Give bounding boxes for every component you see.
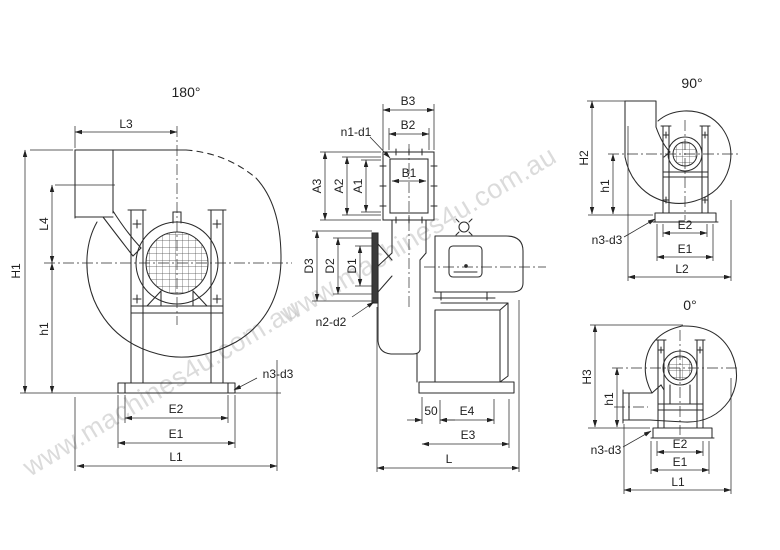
dim-label-n3d3: n3-d3 — [591, 443, 622, 457]
dim-label-D3: D3 — [302, 258, 316, 274]
centerlines-90 — [608, 120, 740, 220]
dim-label-E1: E1 — [678, 242, 693, 256]
dim-label-D1: D1 — [345, 258, 359, 274]
motor-grille — [145, 231, 209, 295]
view-180: 180° — [9, 84, 294, 471]
pedestal — [418, 302, 515, 394]
dim-label-L2: L2 — [675, 262, 689, 276]
dim-label-n3d3: n3-d3 — [592, 233, 623, 247]
dim-label-L3: L3 — [119, 117, 133, 131]
dim-label-L4: L4 — [37, 217, 51, 231]
centerlines-0 — [612, 330, 740, 435]
dim-label-A3: A3 — [310, 178, 324, 193]
dimensions-0 — [588, 324, 732, 494]
dim-label-L1: L1 — [169, 450, 183, 464]
dimensions-side — [312, 104, 520, 472]
dim-label-B3: B3 — [401, 94, 416, 108]
dim-label-D2: D2 — [323, 258, 337, 274]
centerlines-180 — [44, 126, 292, 325]
dim-label-H3: H3 — [580, 369, 594, 385]
motor-180 — [135, 211, 219, 305]
watermark: www.machines4u.com.au www.machines4u.com… — [17, 140, 562, 482]
motor-side — [432, 218, 524, 301]
dim-label-E2: E2 — [678, 218, 693, 232]
view-title-90: 90° — [681, 75, 702, 91]
dimensions-90 — [587, 100, 732, 281]
dim-label-E4: E4 — [460, 404, 475, 418]
dim-label-n1d1: n1-d1 — [341, 125, 372, 139]
base-plate-180 — [117, 382, 236, 394]
support-frame-90 — [652, 125, 719, 223]
support-frame-0 — [650, 339, 715, 439]
dim-label-n2d2: n2-d2 — [316, 315, 347, 329]
dim-label-h1: h1 — [37, 322, 51, 336]
dim-label-E1: E1 — [673, 455, 688, 469]
dim-label-B1: B1 — [402, 166, 417, 180]
dim-label-H2: H2 — [577, 150, 591, 166]
dim-label-h1: h1 — [602, 392, 616, 406]
view-title-0: 0° — [683, 297, 696, 313]
dim-label-h1: h1 — [598, 179, 612, 193]
fan-housing-0 — [622, 325, 738, 424]
inlet-flange — [371, 232, 379, 304]
view-title-180: 180° — [172, 84, 201, 100]
watermark-text: www.machines4u.com.au — [17, 293, 305, 482]
dim-label-E3: E3 — [461, 428, 476, 442]
view-side: B3 B2 B1 n1-d1 A3 A2 A1 D3 D2 D1 n2-d2 5… — [302, 94, 546, 472]
support-frame-180 — [127, 209, 227, 384]
dim-label-E2: E2 — [169, 402, 184, 416]
dim-label-L1: L1 — [671, 475, 685, 489]
dim-label-50: 50 — [424, 404, 438, 418]
dim-label-E1: E1 — [169, 427, 184, 441]
view-90: 90° — [577, 75, 740, 281]
dim-label-H1: H1 — [9, 263, 23, 279]
view-0: 0° — [580, 297, 740, 494]
dimensions-180 — [20, 126, 281, 471]
dim-label-A2: A2 — [332, 178, 346, 193]
dim-label-n3d3: n3-d3 — [263, 367, 294, 381]
dim-label-B2: B2 — [401, 118, 416, 132]
dim-label-L: L — [446, 452, 453, 466]
dim-label-A1: A1 — [351, 178, 365, 193]
dim-label-E2: E2 — [673, 437, 688, 451]
outlet-flange — [379, 148, 438, 224]
scroll-profile — [371, 219, 427, 383]
